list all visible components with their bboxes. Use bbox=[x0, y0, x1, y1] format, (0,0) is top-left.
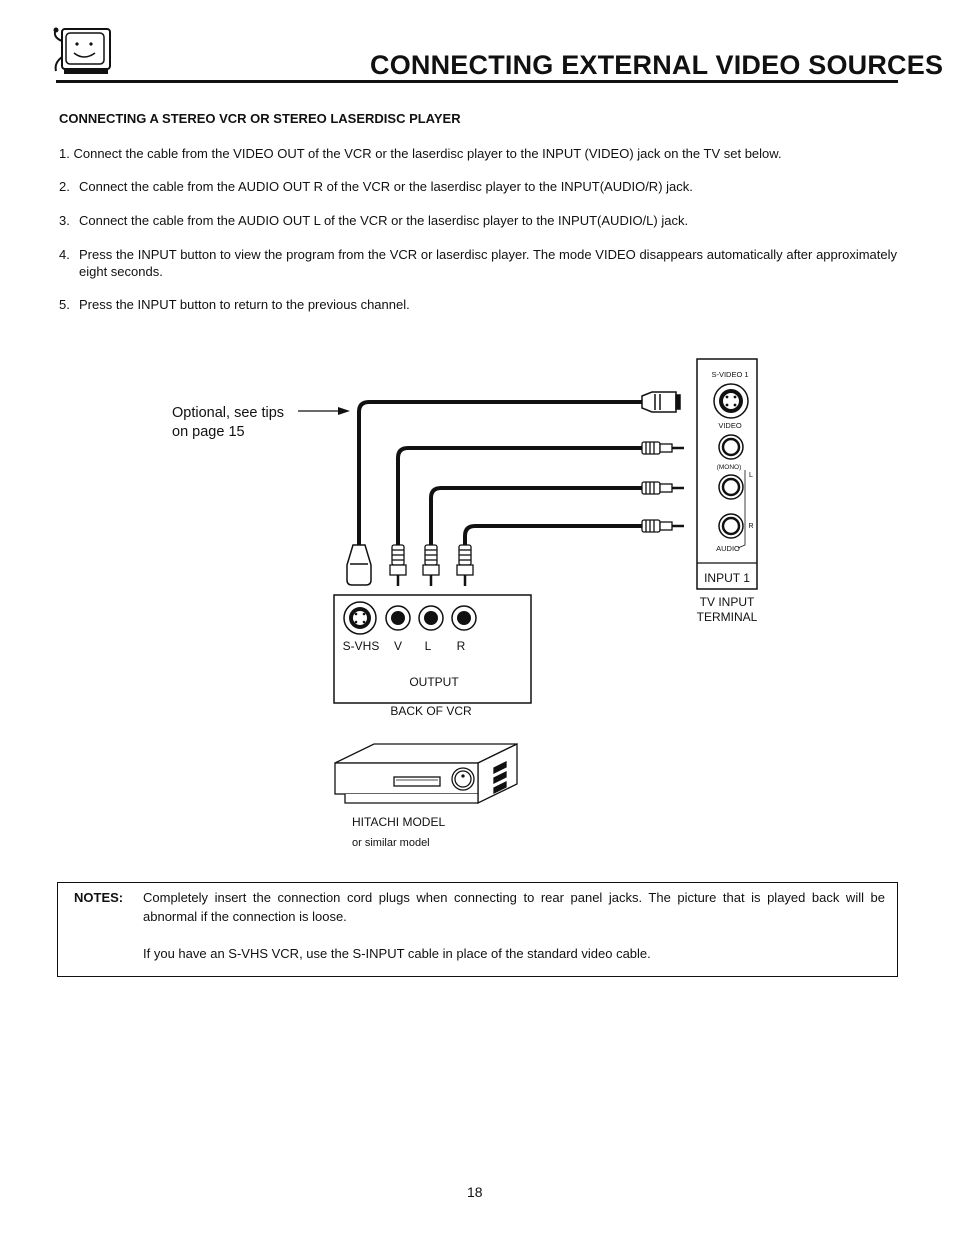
tv-video-jack bbox=[718, 434, 744, 460]
svideo-plug-bottom bbox=[346, 544, 372, 586]
tv-audio-l-jack bbox=[718, 474, 744, 500]
callout-arrowhead bbox=[338, 407, 350, 415]
tv-audio-r-jack bbox=[718, 513, 744, 539]
step-2: 2. Connect the cable from the AUDIO OUT … bbox=[59, 178, 899, 196]
step-text: Connect the cable from the VIDEO OUT of … bbox=[73, 146, 782, 161]
rca-plug-right-audio-r bbox=[641, 519, 684, 533]
step-3: 3. Connect the cable from the AUDIO OUT … bbox=[59, 212, 899, 230]
callout-line-1: Optional, see tips bbox=[172, 405, 284, 421]
vcr-back-panel: S-VHS V L R OUTPUT bbox=[333, 594, 532, 704]
r-label: R bbox=[748, 523, 753, 530]
cables bbox=[357, 400, 644, 547]
tv-caption-1: TV INPUT bbox=[700, 595, 755, 609]
vcr-audio-r-jack bbox=[451, 605, 477, 631]
video-label: VIDEO bbox=[718, 421, 742, 430]
video-cable bbox=[396, 446, 644, 547]
notes-paragraph-1: Completely insert the connection cord pl… bbox=[143, 890, 885, 924]
jack-label-v: V bbox=[394, 639, 402, 653]
vcr-caption-1: HITACHI MODEL bbox=[352, 815, 445, 829]
vcr-illustration bbox=[334, 742, 518, 805]
audio-l-cable bbox=[429, 486, 644, 547]
rca-plug-bottom-video bbox=[389, 544, 407, 586]
step-number: 2. bbox=[59, 179, 70, 194]
jack-label-l: L bbox=[425, 639, 432, 653]
l-label: L bbox=[749, 472, 753, 479]
jack-label-svhs: S-VHS bbox=[343, 639, 380, 653]
vcr-video-jack bbox=[385, 605, 411, 631]
svideo-label: S-VIDEO 1 bbox=[711, 370, 748, 379]
step-number: 3. bbox=[59, 213, 70, 228]
rca-plug-right-audio-l bbox=[641, 481, 684, 495]
svideo-plug-right bbox=[641, 391, 681, 413]
step-number: 4. bbox=[59, 247, 70, 262]
step-text: Press the INPUT button to return to the … bbox=[79, 297, 410, 312]
notes-label: NOTES: bbox=[74, 890, 124, 905]
mono-label: (MONO) bbox=[717, 464, 742, 471]
step-1: 1. Connect the cable from the VIDEO OUT … bbox=[59, 145, 899, 162]
tv-caption-2: TERMINAL bbox=[697, 610, 758, 624]
vcr-svhs-jack bbox=[343, 601, 377, 635]
audio-bracket bbox=[737, 470, 746, 549]
rca-plug-bottom-audio-r bbox=[456, 544, 474, 586]
rca-plug-bottom-audio-l bbox=[422, 544, 440, 586]
tv-input-panel: S-VIDEO 1 VIDEO (MONO) L R AUDIO INPUT 1 bbox=[696, 358, 758, 590]
tv-mascot-logo bbox=[50, 27, 114, 77]
svideo-cable bbox=[357, 400, 644, 547]
step-number: 5. bbox=[59, 297, 70, 312]
input-label: INPUT 1 bbox=[704, 571, 750, 585]
page-number: 18 bbox=[467, 1184, 483, 1200]
section-heading: CONNECTING A STEREO VCR OR STEREO LASERD… bbox=[59, 111, 461, 126]
step-5: 5. Press the INPUT button to return to t… bbox=[59, 296, 899, 314]
step-text: Connect the cable from the AUDIO OUT L o… bbox=[79, 213, 689, 228]
page-title: CONNECTING EXTERNAL VIDEO SOURCES bbox=[370, 50, 944, 80]
vcr-back-caption: BACK OF VCR bbox=[390, 704, 472, 718]
notes-box bbox=[57, 882, 898, 977]
callout-line-2: on page 15 bbox=[172, 424, 245, 440]
vcr-caption-2: or similar model bbox=[352, 837, 430, 849]
title-rule bbox=[56, 80, 898, 83]
notes-paragraph-2: If you have an S-VHS VCR, use the S-INPU… bbox=[143, 946, 651, 961]
audio-r-cable bbox=[463, 524, 644, 547]
rca-plug-right-video bbox=[641, 441, 684, 455]
audio-label: AUDIO bbox=[716, 544, 740, 553]
vcr-audio-l-jack bbox=[418, 605, 444, 631]
tv-svideo-jack bbox=[713, 383, 749, 419]
jack-label-r: R bbox=[457, 639, 466, 653]
step-4: 4. Press the INPUT button to view the pr… bbox=[59, 246, 897, 282]
step-text: Press the INPUT button to view the progr… bbox=[79, 247, 897, 279]
step-number: 1. bbox=[59, 146, 70, 161]
output-label: OUTPUT bbox=[409, 675, 459, 689]
step-text: Connect the cable from the AUDIO OUT R o… bbox=[79, 179, 693, 194]
